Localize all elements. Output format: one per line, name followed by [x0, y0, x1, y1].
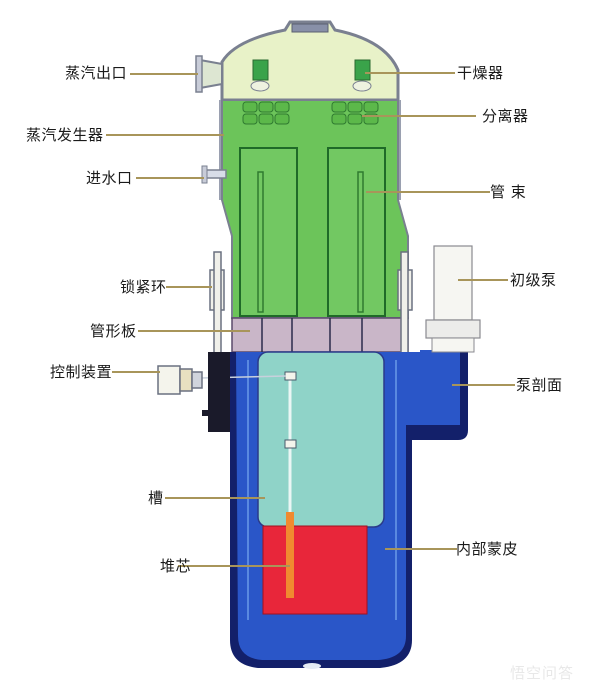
label-separator: 分离器 [482, 107, 529, 125]
leader-lines [106, 72, 515, 567]
steam-generator-body [201, 99, 409, 319]
label-pump-section: 泵剖面 [516, 376, 563, 394]
label-lock-ring: 锁紧环 [120, 278, 167, 296]
lock-ring-studs [209, 251, 413, 363]
label-control-device: 控制装置 [50, 363, 113, 381]
label-tank: 槽 [148, 489, 164, 507]
label-tube-sheet: 管形板 [90, 322, 137, 340]
label-inner-skin: 内部蒙皮 [456, 540, 519, 558]
label-steam-generator: 蒸汽发生器 [26, 126, 104, 144]
watermark: 悟空问答 [510, 664, 575, 682]
label-core: 堆芯 [160, 557, 192, 575]
label-water-inlet: 进水口 [86, 169, 133, 187]
tube-sheet-plate [231, 317, 409, 353]
steam-generator-dome [195, 20, 400, 102]
control-device [157, 352, 230, 432]
reactor-vessel [199, 350, 468, 669]
label-dryer: 干燥器 [457, 64, 504, 82]
label-steam-outlet: 蒸汽出口 [65, 64, 128, 82]
label-tube-bundle: 管 束 [490, 183, 527, 201]
primary-pump [425, 245, 481, 353]
label-primary-pump: 初级泵 [510, 271, 557, 289]
